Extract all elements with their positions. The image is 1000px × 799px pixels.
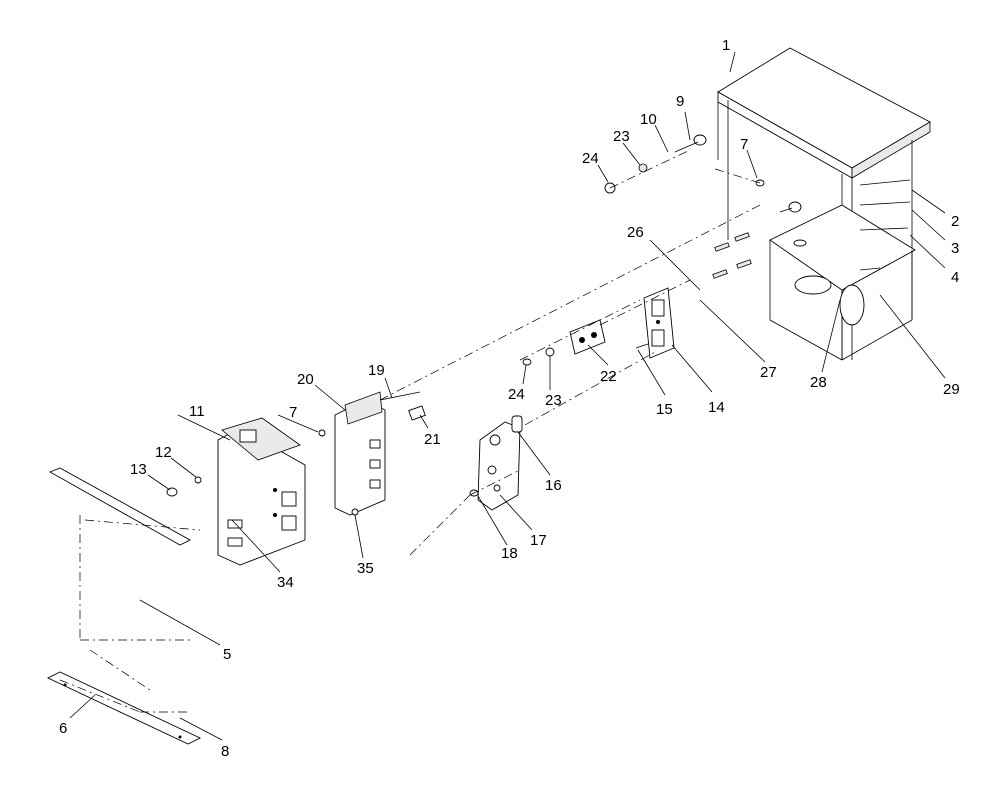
callout-6: 6 <box>59 720 67 737</box>
callout-23-lower: 23 <box>545 392 562 409</box>
callout-26: 26 <box>627 224 644 241</box>
callout-labels: 1 2 3 4 5 6 7 7 8 9 10 11 12 13 14 15 16… <box>59 37 960 760</box>
cover-plates-5-6-8 <box>46 467 202 745</box>
callout-14: 14 <box>708 399 725 416</box>
callout-leader-lines <box>69 51 946 741</box>
callout-17: 17 <box>530 532 547 549</box>
callout-19: 19 <box>368 362 385 379</box>
hardware-9-10-23-24 <box>604 134 802 213</box>
callout-35: 35 <box>357 560 374 577</box>
callout-29: 29 <box>943 381 960 398</box>
callout-7-lower: 7 <box>289 404 297 421</box>
callout-2: 2 <box>951 213 959 230</box>
callout-15: 15 <box>656 401 673 418</box>
callout-21: 21 <box>424 431 441 448</box>
assembly-centerlines <box>59 149 761 713</box>
callout-8: 8 <box>221 743 229 760</box>
callout-12: 12 <box>155 444 172 461</box>
callout-5: 5 <box>223 646 231 663</box>
callout-16: 16 <box>545 477 562 494</box>
bracket-assembly-20 <box>318 391 426 516</box>
enclosure-part-1 <box>712 47 931 361</box>
callout-18: 18 <box>501 545 518 562</box>
callout-28: 28 <box>810 374 827 391</box>
callout-4: 4 <box>951 269 959 286</box>
callout-1: 1 <box>722 37 730 54</box>
callout-24-upper: 24 <box>582 150 599 167</box>
callout-9: 9 <box>676 93 684 110</box>
lug-assembly-14-22 <box>522 287 675 366</box>
callout-10: 10 <box>640 111 657 128</box>
callout-24-lower: 24 <box>508 386 525 403</box>
callout-13: 13 <box>130 461 147 478</box>
meter-base-11-34 <box>166 417 306 566</box>
callout-27: 27 <box>760 364 777 381</box>
callout-3: 3 <box>951 240 959 257</box>
callout-23-upper: 23 <box>613 128 630 145</box>
callout-20: 20 <box>297 371 314 388</box>
callout-22: 22 <box>600 368 617 385</box>
callout-34: 34 <box>277 574 294 591</box>
callout-11: 11 <box>189 403 205 420</box>
callout-7-upper: 7 <box>740 136 748 153</box>
meter-jaw-assembly-17 <box>469 415 523 511</box>
